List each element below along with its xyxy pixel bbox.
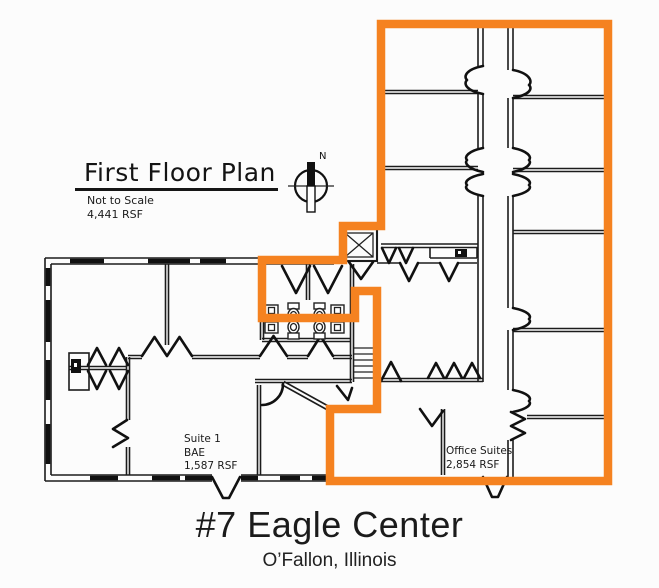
page-title: First Floor Plan bbox=[84, 158, 276, 187]
property-title: #7 Eagle Center bbox=[195, 504, 464, 545]
utility-closets bbox=[68, 249, 467, 391]
compass-needle-south bbox=[306, 185, 316, 213]
total-rsf-note: 4,441 RSF bbox=[87, 208, 143, 221]
scale-note: Not to Scale bbox=[87, 194, 154, 207]
title-underline bbox=[75, 188, 278, 191]
outer-walls bbox=[44, 257, 340, 482]
suite1-name: Suite 1 bbox=[184, 433, 221, 445]
suite1-label: Suite 1 BAE 1,587 RSF bbox=[184, 433, 237, 474]
suite1-area: 1,587 RSF bbox=[184, 460, 238, 472]
office-suites-label: Office Suites 2,854 RSF bbox=[446, 445, 512, 472]
interior-walls bbox=[69, 24, 608, 481]
elevator-x-mark bbox=[344, 232, 374, 258]
stairs bbox=[354, 347, 377, 379]
office-suites-area: 2,854 RSF bbox=[446, 458, 500, 471]
office-suites-name: Office Suites bbox=[446, 445, 513, 457]
closet-box bbox=[68, 352, 90, 391]
north-arrow: N bbox=[288, 151, 334, 213]
compass-needle-north bbox=[307, 162, 315, 186]
suite1-tenant: BAE bbox=[184, 446, 206, 459]
highlight-outline bbox=[257, 19, 613, 486]
compass-n-label: N bbox=[319, 151, 326, 162]
property-location: O’Fallon, Illinois bbox=[262, 550, 397, 571]
